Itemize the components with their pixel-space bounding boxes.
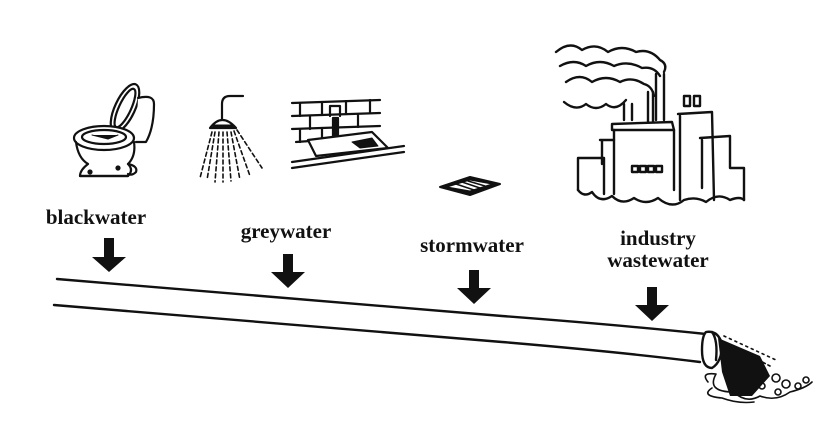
label-wastewater: wastewater — [607, 248, 709, 272]
sewer-pipe — [52, 277, 724, 370]
label-greywater: greywater — [240, 219, 332, 243]
label-industry: industry — [620, 226, 696, 250]
pipe-discharge — [704, 335, 813, 404]
arrow-industry — [635, 287, 669, 321]
factory-icon — [554, 44, 746, 206]
arrow-stormwater — [457, 270, 491, 304]
label-blackwater: blackwater — [45, 205, 147, 229]
arrow-greywater — [271, 254, 305, 288]
shower-icon — [199, 94, 263, 183]
storm-drain-icon — [439, 176, 501, 196]
arrow-blackwater — [92, 238, 126, 272]
toilet-icon — [72, 82, 156, 178]
label-stormwater: stormwater — [420, 233, 524, 257]
sink-icon — [290, 98, 406, 170]
